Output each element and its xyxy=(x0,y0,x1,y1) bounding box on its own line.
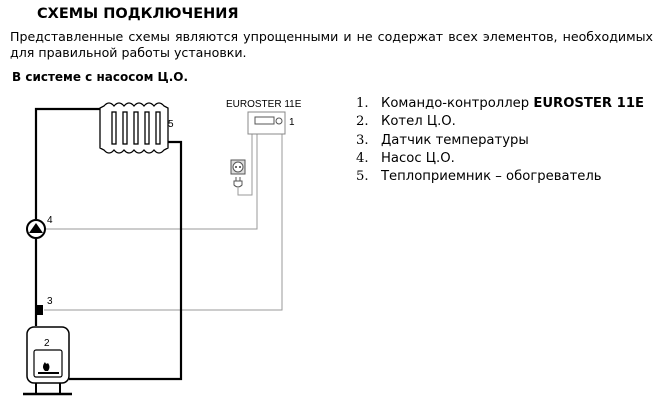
intro-paragraph: Представленные схемы являются упрощенным… xyxy=(10,29,653,60)
legend-text: Котел Ц.О. xyxy=(381,114,456,130)
marker-sensor: 3 xyxy=(47,296,53,307)
legend-number: 1. xyxy=(356,96,369,111)
legend-number: 5. xyxy=(356,169,369,185)
pump-wire xyxy=(45,133,258,230)
pump-icon xyxy=(26,219,46,239)
diagram-subheading: В системе с насосом Ц.О. xyxy=(12,70,189,84)
sensor-wire xyxy=(44,133,283,311)
marker-pump: 4 xyxy=(47,215,53,226)
legend-item: 5. Теплоприемник – обогреватель xyxy=(356,168,644,186)
marker-boiler: 2 xyxy=(44,338,50,349)
legend-text: Командо-контроллер xyxy=(381,96,534,111)
legend-item: 2. Котел Ц.О. xyxy=(356,113,644,131)
legend-number: 2. xyxy=(356,114,369,130)
legend-number: 4. xyxy=(356,150,369,166)
legend-text-bold: EUROSTER 11E xyxy=(533,96,645,111)
legend-item: 1. Командо-контроллер EUROSTER 11E xyxy=(356,95,644,113)
return-pipe xyxy=(69,140,183,381)
radiator-icon xyxy=(99,102,169,154)
legend-text: Датчик температуры xyxy=(381,132,529,148)
section-heading: СХЕМЫ ПОДКЛЮЧЕНИЯ xyxy=(37,6,239,22)
legend-list: 1. Командо-контроллер EUROSTER 11E 2. Коте… xyxy=(356,95,644,186)
power-socket-icon xyxy=(230,159,246,175)
legend-number: 3. xyxy=(356,132,369,148)
temperature-sensor-icon xyxy=(36,305,43,315)
controller-label: EUROSTER 11E xyxy=(226,99,302,110)
legend-item: 4. Насос Ц.О. xyxy=(356,150,644,168)
control-wires xyxy=(44,133,283,311)
marker-radiator: 5 xyxy=(168,119,174,130)
legend-text: Насос Ц.О. xyxy=(381,150,455,166)
power-plug-icon xyxy=(233,177,243,188)
controller-icon xyxy=(247,111,286,135)
legend-item: 3. Датчик температуры xyxy=(356,132,644,150)
power-wire xyxy=(237,133,253,196)
boiler-icon xyxy=(23,326,72,396)
legend-text: Теплоприемник – обогреватель xyxy=(381,169,602,185)
supply-pipe xyxy=(34,107,104,219)
marker-controller: 1 xyxy=(289,117,295,128)
